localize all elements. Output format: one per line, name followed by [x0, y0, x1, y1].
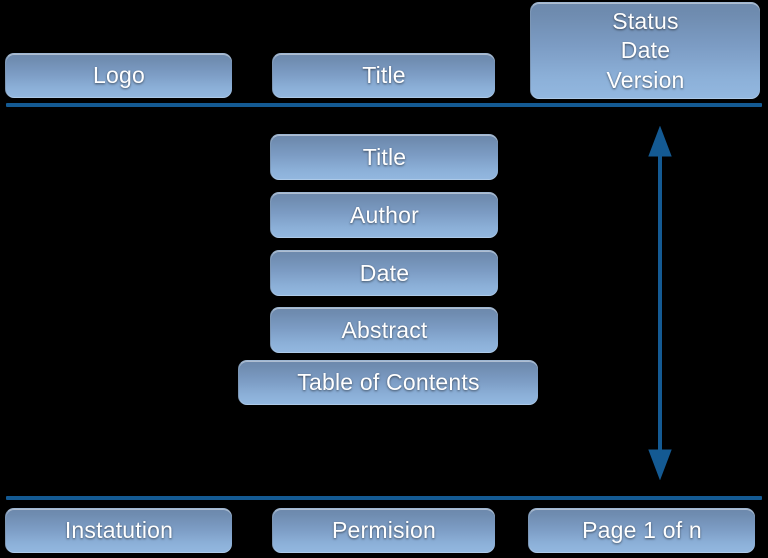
body-box-abstract-label: Abstract [341, 316, 428, 343]
footer-divider [6, 496, 762, 500]
header-box-logo-label: Logo [93, 62, 145, 89]
status-label: Status [612, 7, 679, 34]
header-box-logo[interactable]: Logo [5, 53, 232, 98]
vertical-extent-arrow [645, 126, 675, 480]
body-box-table-of-contents-label: Table of Contents [297, 369, 480, 396]
arrow-head-up-icon [648, 126, 672, 157]
arrow-head-down-icon [648, 449, 672, 480]
footer-box-permision[interactable]: Permision [272, 508, 495, 553]
header-divider [6, 103, 762, 107]
body-box-date[interactable]: Date [270, 250, 498, 296]
body-box-author[interactable]: Author [270, 192, 498, 238]
header-box-title[interactable]: Title [272, 53, 495, 98]
version-label: Version [606, 66, 685, 93]
footer-box-page-indicator-label: Page 1 of n [582, 517, 702, 544]
footer-box-instatution[interactable]: Instatution [5, 508, 232, 553]
body-box-author-label: Author [350, 201, 419, 228]
footer-box-instatution-label: Instatution [64, 517, 174, 544]
footer-box-page-indicator[interactable]: Page 1 of n [528, 508, 755, 553]
body-box-title[interactable]: Title [270, 134, 498, 180]
body-box-title-label: Title [362, 143, 407, 170]
footer-box-permision-label: Permision [331, 517, 437, 544]
date-label: Date [620, 37, 671, 64]
header-box-title-label: Title [362, 62, 406, 89]
body-box-table-of-contents[interactable]: Table of Contents [238, 360, 538, 405]
body-box-date-label: Date [359, 259, 410, 286]
header-box-status-date-version[interactable]: Status Date Version [530, 2, 760, 99]
body-box-abstract[interactable]: Abstract [270, 307, 498, 353]
